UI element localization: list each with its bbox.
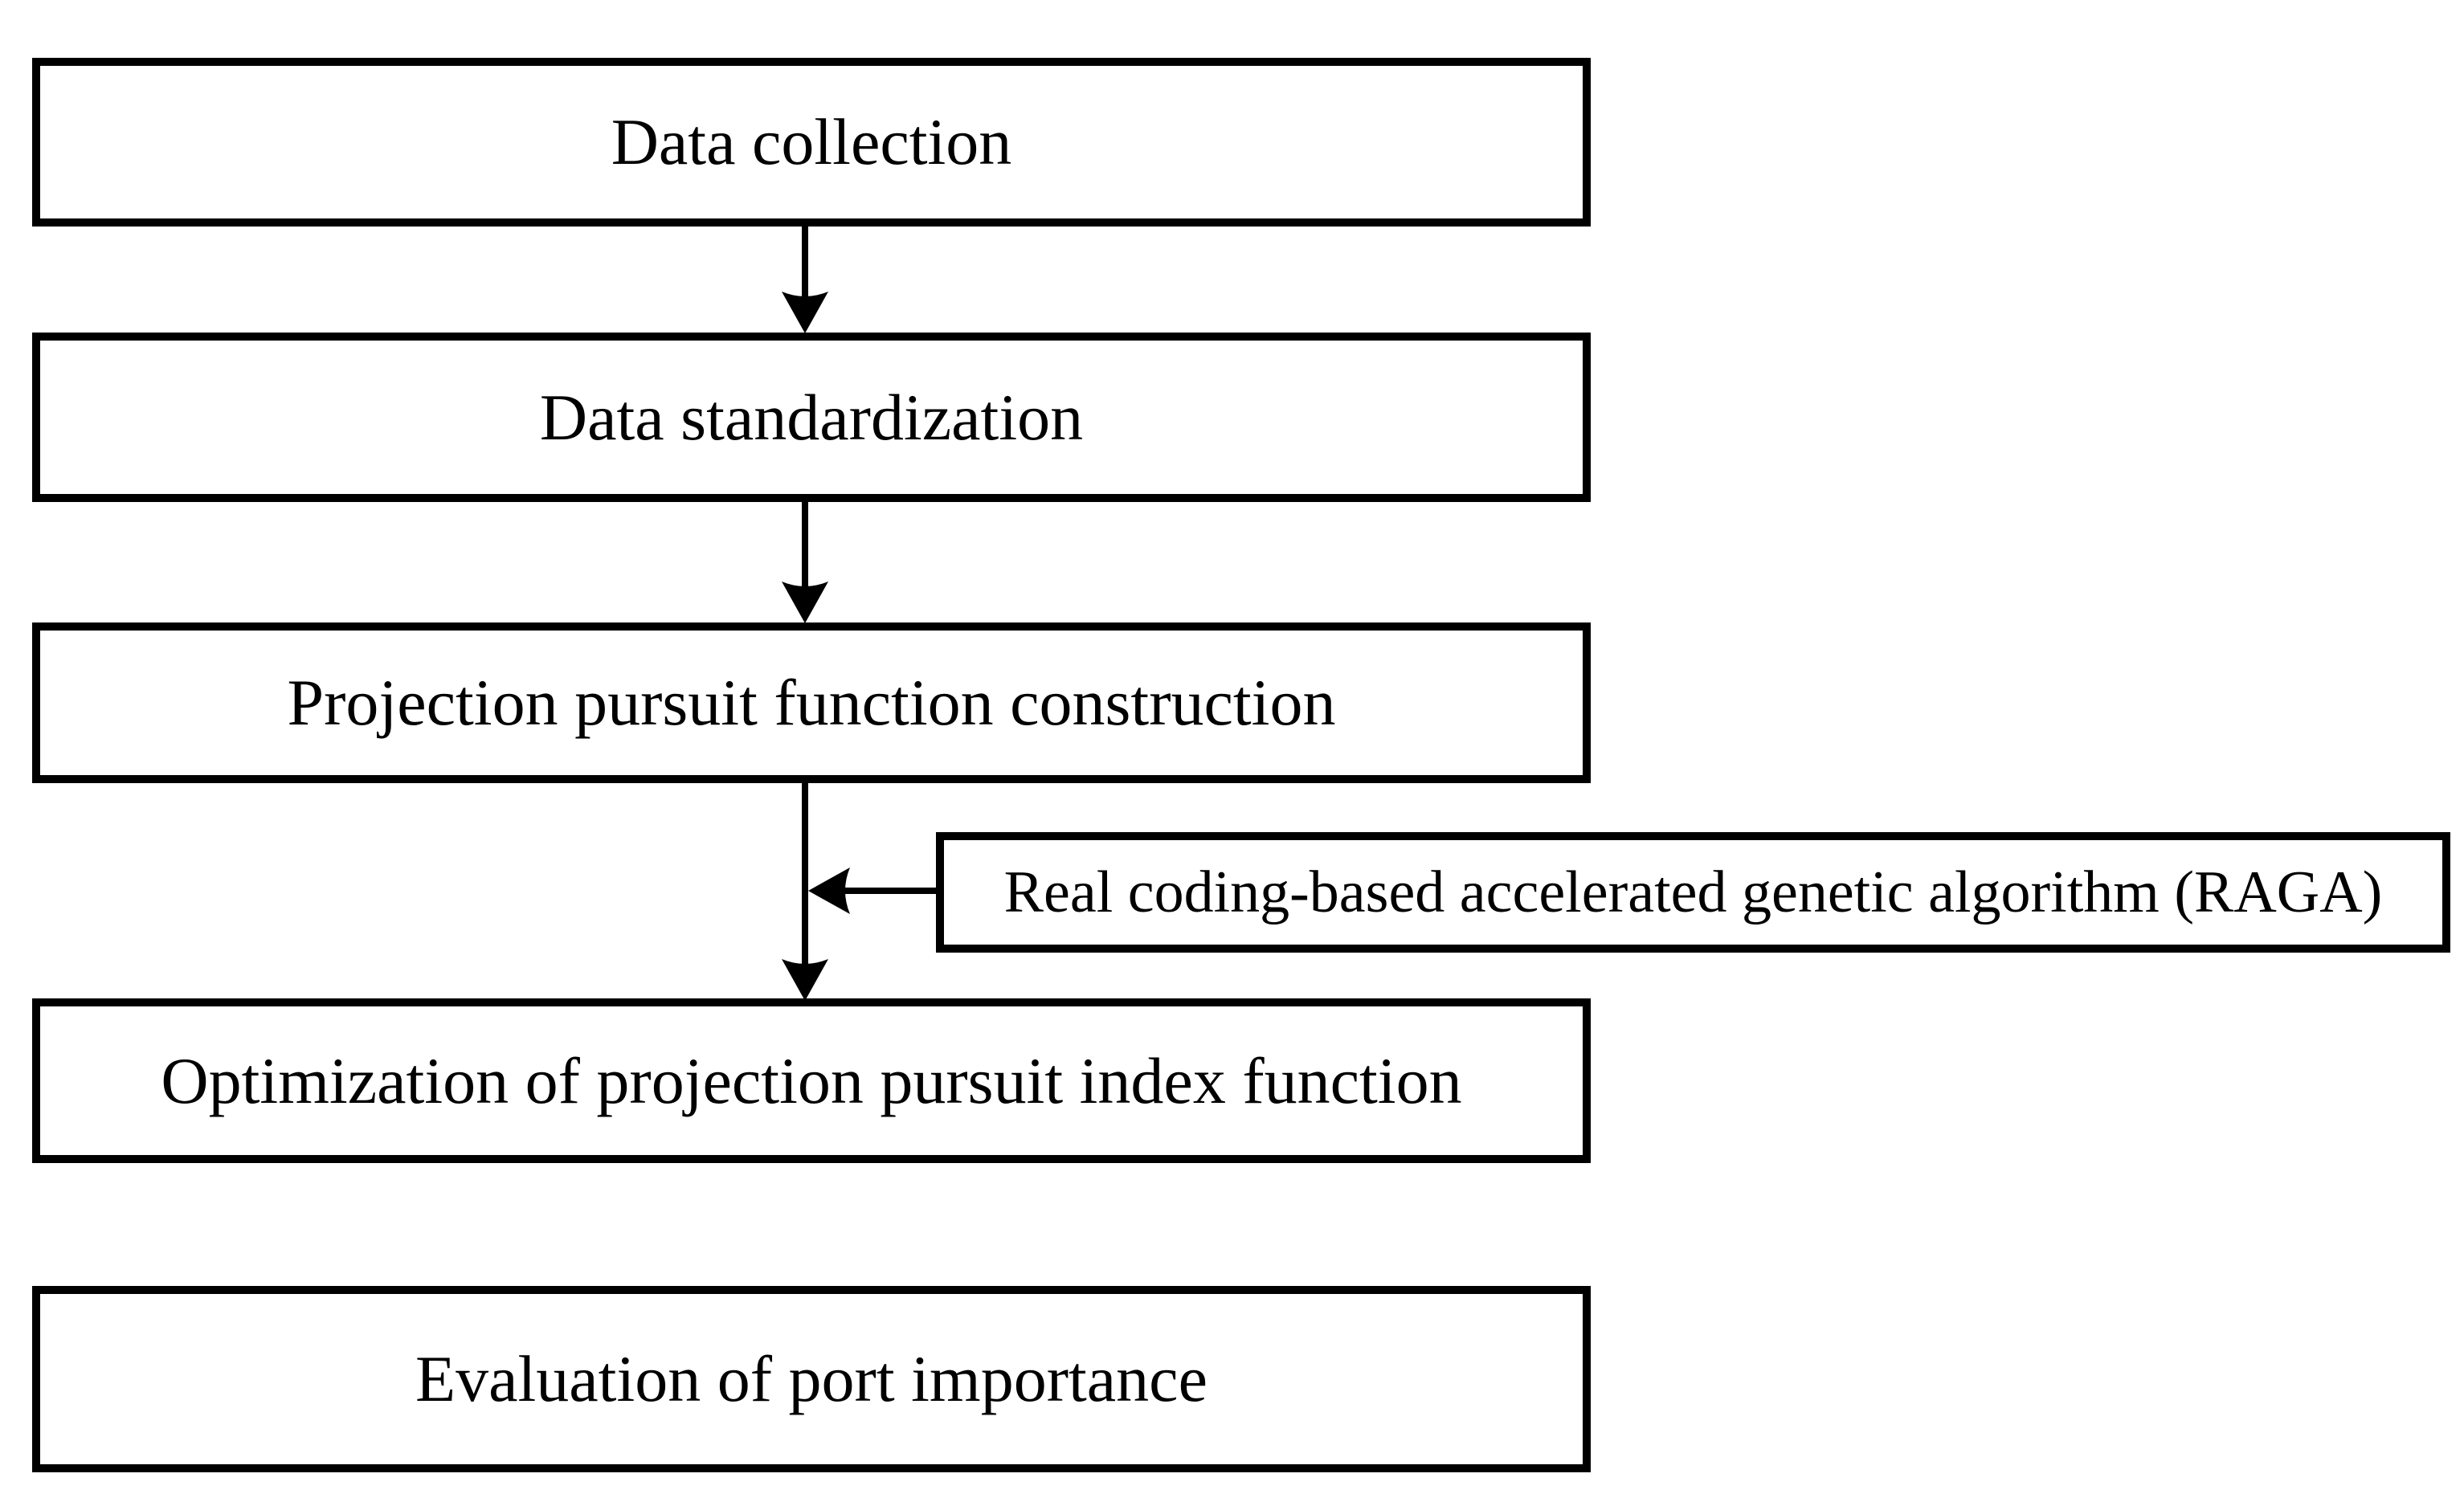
node-data-collection: Data collection [32,58,1591,227]
node-raga-label: Real coding-based accelerated genetic al… [1003,859,2383,925]
node-data-standardization: Data standardization [32,333,1591,502]
node-data-collection-label: Data collection [611,105,1012,179]
node-evaluation: Evaluation of port importance [32,1286,1591,1472]
node-optimization: Optimization of projection pursuit index… [32,998,1591,1163]
node-data-standardization-label: Data standardization [539,380,1084,454]
arrow-raga-to-connector-icon [808,867,940,914]
node-optimization-label: Optimization of projection pursuit index… [161,1043,1462,1117]
node-raga: Real coding-based accelerated genetic al… [936,832,2450,953]
node-projection-pursuit-function-construction: Projection pursuit function construction [32,622,1591,783]
arrow-collection-to-standardization-icon [782,222,828,333]
arrow-standardization-to-projection-icon [782,498,828,623]
node-evaluation-label: Evaluation of port importance [415,1342,1207,1416]
arrow-projection-to-optimization-icon [782,779,828,1001]
node-projection-pursuit-label: Projection pursuit function construction [287,666,1336,740]
